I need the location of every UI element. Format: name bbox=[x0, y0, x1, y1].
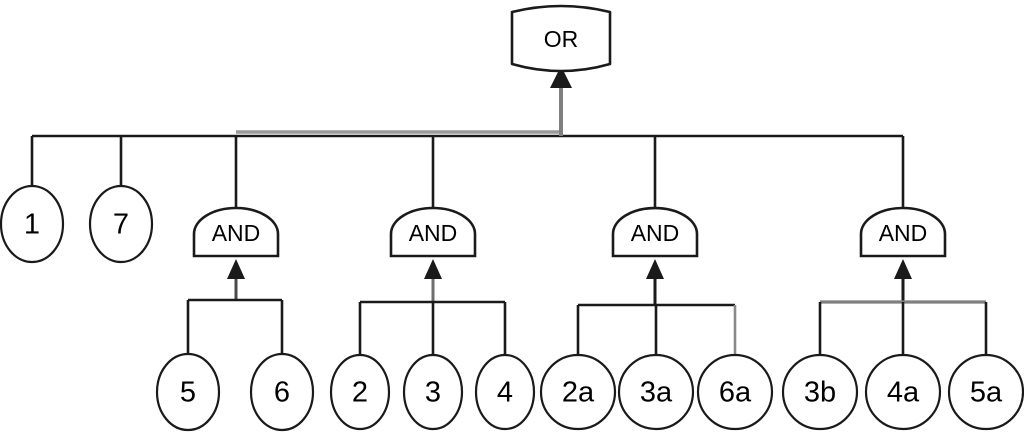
or-gate[interactable]: OR bbox=[510, 4, 612, 73]
leaf-6-label: 6 bbox=[274, 377, 290, 409]
leaf-3a-shape bbox=[617, 353, 695, 431]
and-gate-4[interactable]: AND bbox=[859, 206, 947, 258]
leaf-3b-label: 3b bbox=[804, 377, 836, 409]
leaf-3a[interactable]: 3a bbox=[617, 353, 695, 431]
and-gate-2-label: AND bbox=[409, 220, 458, 246]
and-gate-4-label: AND bbox=[879, 220, 928, 246]
leaf-7[interactable]: 7 bbox=[88, 184, 154, 264]
and-gate-2-shape bbox=[389, 206, 477, 258]
leaf-6a-label: 6a bbox=[719, 377, 752, 409]
leaf-5a[interactable]: 5a bbox=[947, 353, 1024, 431]
leaf-5-shape bbox=[155, 352, 221, 432]
or-gate-input-arrow bbox=[550, 66, 572, 136]
leaf-6-shape bbox=[249, 352, 315, 432]
leaf-3a-label: 3a bbox=[640, 377, 673, 409]
and-gate-3[interactable]: AND bbox=[611, 206, 699, 258]
and-gate-3-input-arrow bbox=[646, 259, 664, 305]
and-gate-1-input-arrow bbox=[227, 259, 245, 300]
leaf-3b[interactable]: 3b bbox=[781, 353, 859, 431]
leaf-5[interactable]: 5 bbox=[155, 352, 221, 432]
and-gate-4-children-bus bbox=[818, 300, 988, 356]
leaf-2a-label: 2a bbox=[562, 377, 595, 409]
leaf-7-label: 7 bbox=[113, 209, 129, 241]
leaf-4-label: 4 bbox=[497, 377, 513, 409]
and-gate-2[interactable]: AND bbox=[389, 206, 477, 258]
or-gate-label: OR bbox=[544, 26, 579, 52]
and-gate-2-children-bus bbox=[358, 300, 507, 357]
and-gate-3-label: AND bbox=[631, 220, 680, 246]
leaf-3-label: 3 bbox=[425, 377, 441, 409]
and-gate-4-input-arrow bbox=[894, 259, 912, 302]
leaf-4a-shape bbox=[864, 353, 942, 431]
leaf-5-label: 5 bbox=[180, 377, 196, 409]
leaf-1-shape bbox=[0, 184, 65, 264]
leaf-2-shape bbox=[329, 353, 391, 431]
leaf-2a-shape bbox=[539, 353, 617, 431]
leaf-7-shape bbox=[88, 184, 154, 264]
main-bus-group bbox=[30, 134, 905, 211]
leaf-2[interactable]: 2 bbox=[329, 353, 391, 431]
and-gate-3-children-bus bbox=[576, 303, 737, 356]
leaf-3[interactable]: 3 bbox=[402, 353, 464, 431]
leaf-5a-shape bbox=[947, 353, 1024, 431]
and-gate-3-shape bbox=[611, 206, 699, 258]
and-gate-1[interactable]: AND bbox=[192, 206, 280, 258]
and-gate-1-label: AND bbox=[212, 220, 261, 246]
leaf-2a[interactable]: 2a bbox=[539, 353, 617, 431]
leaf-6[interactable]: 6 bbox=[249, 352, 315, 432]
leaf-4[interactable]: 4 bbox=[474, 353, 536, 431]
leaf-3-shape bbox=[402, 353, 464, 431]
and-gate-4-shape bbox=[859, 206, 947, 258]
leaf-6a[interactable]: 6a bbox=[696, 353, 774, 431]
leaf-4-shape bbox=[474, 353, 536, 431]
and-gate-1-children-bus bbox=[186, 298, 284, 356]
and-gate-1-shape bbox=[192, 206, 280, 258]
leaf-3b-shape bbox=[781, 353, 859, 431]
leaf-4a[interactable]: 4a bbox=[864, 353, 942, 431]
leaf-1-label: 1 bbox=[24, 209, 40, 241]
leaf-4a-label: 4a bbox=[887, 377, 920, 409]
leaf-2-label: 2 bbox=[352, 377, 368, 409]
leaf-6a-shape bbox=[696, 353, 774, 431]
leaf-5a-label: 5a bbox=[970, 377, 1003, 409]
and-gate-2-input-arrow bbox=[424, 259, 442, 302]
leaf-1[interactable]: 1 bbox=[0, 184, 65, 264]
or-gate-shape bbox=[510, 4, 612, 73]
